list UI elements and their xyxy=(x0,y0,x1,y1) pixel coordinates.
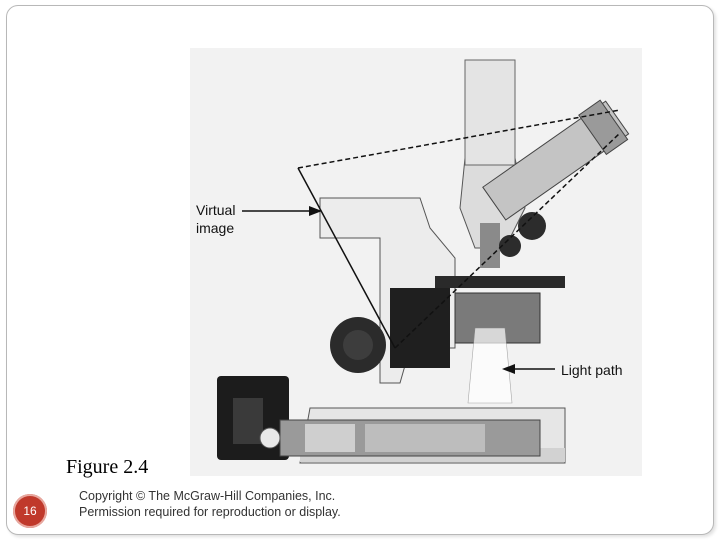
virtual-label-line1: Virtual xyxy=(196,202,235,218)
microscope-figure: Virtual image Light path xyxy=(190,48,642,476)
page-number-badge: 16 xyxy=(13,494,47,528)
page-number: 16 xyxy=(23,504,37,518)
virtual-label-line2: image xyxy=(196,220,234,236)
light-path-label: Light path xyxy=(561,362,623,378)
figure-caption: Figure 2.4 xyxy=(66,456,149,478)
copyright-line-1: Copyright © The McGraw-Hill Companies, I… xyxy=(79,489,336,503)
copyright-line-2: Permission required for reproduction or … xyxy=(79,505,341,519)
copyright-notice: Copyright © The McGraw-Hill Companies, I… xyxy=(79,488,341,520)
